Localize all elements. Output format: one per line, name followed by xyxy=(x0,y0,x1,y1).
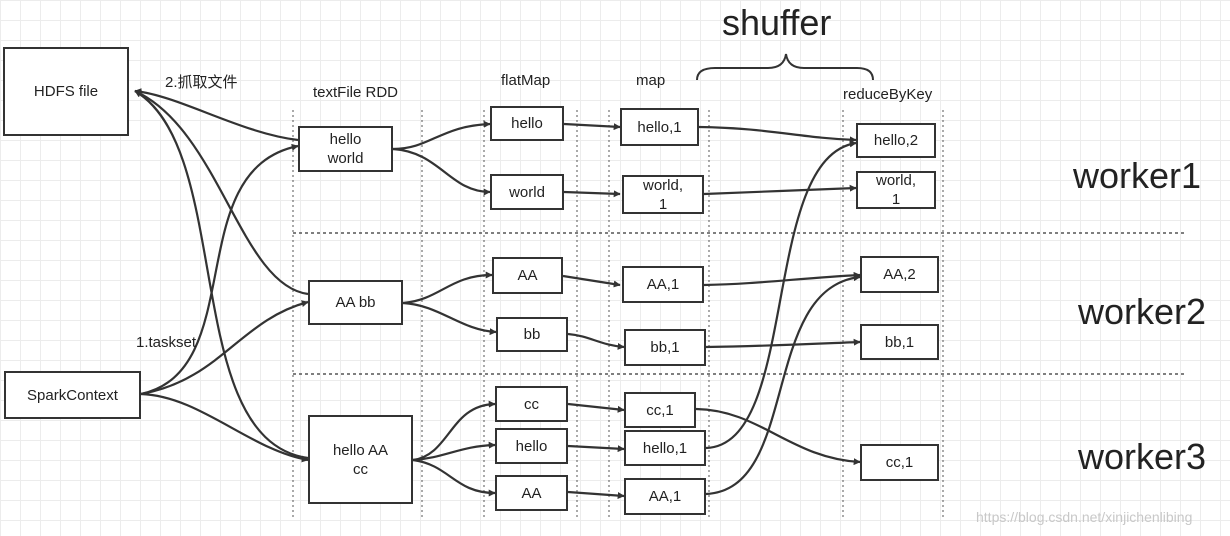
map-node-hello-worker1: hello,1 xyxy=(620,108,699,146)
edge-text2-to-fm-aa xyxy=(402,271,493,305)
edge-map-hello1-to-red-hello xyxy=(698,125,857,144)
edge-text3-to-hdfs xyxy=(134,90,309,460)
edge-map-world1-to-red-world xyxy=(703,184,857,196)
taskset-label: 1.taskset xyxy=(136,334,197,351)
flatmap-node-hello-worker1: hello xyxy=(490,106,564,141)
map-header: map xyxy=(636,72,666,89)
map-node-world-worker1: world, 1 xyxy=(622,175,704,214)
reduce-node-cc: cc,1 xyxy=(860,444,939,481)
stage-column-lines xyxy=(292,110,944,520)
edge-spark-to-text3 xyxy=(140,392,309,463)
edge-text3-to-fm-cc xyxy=(412,400,496,462)
edge-fm-hello3-to-map xyxy=(567,444,625,453)
edge-text2-to-fm-bb xyxy=(402,301,497,336)
flatmap-node-hello-worker3: hello xyxy=(495,428,568,464)
worker1-label: worker1 xyxy=(1073,155,1202,196)
edge-text2-to-hdfs xyxy=(134,90,309,296)
map-node-hello-worker3: hello,1 xyxy=(624,430,706,466)
flatmap-node-world-worker1: world xyxy=(490,174,564,210)
edge-text1-to-hdfs xyxy=(134,88,299,142)
textfile-node-worker1: hello world xyxy=(298,126,393,172)
edge-text3-to-fm-hello xyxy=(412,441,496,462)
edge-fm-world1-to-map xyxy=(563,190,621,198)
textfile-rdd-header: textFile RDD xyxy=(313,84,399,101)
edge-text1-to-fm-world xyxy=(392,147,491,196)
edge-text1-to-fm-hello xyxy=(392,120,491,151)
reduce-node-world: world, 1 xyxy=(856,171,936,209)
edge-map-bb2-to-red-bb xyxy=(705,338,861,349)
fetch-file-label: 2.抓取文件 xyxy=(165,74,238,91)
edge-map-cc3-to-red-cc xyxy=(695,407,861,466)
worker3-label: worker3 xyxy=(1078,436,1207,477)
edge-map-aa3-to-red-aa xyxy=(705,274,861,496)
edge-text3-to-fm-aa xyxy=(412,458,496,497)
map-node-cc-worker3: cc,1 xyxy=(624,392,696,428)
watermark-text: https://blog.csdn.net/xinjichenlibing xyxy=(976,509,1193,525)
edge-fm-aa2-to-map xyxy=(562,274,621,288)
edge-fm-aa3-to-map xyxy=(567,490,625,500)
flatmap-node-bb-worker2: bb xyxy=(496,317,568,352)
map-node-bb-worker2: bb,1 xyxy=(624,329,706,366)
map-node-aa-worker3: AA,1 xyxy=(624,478,706,515)
hdfs-file-node: HDFS file xyxy=(3,47,129,136)
edge-map-hello3-to-red-hello xyxy=(705,140,857,450)
shuffer-title: shuffer xyxy=(722,2,832,43)
worker-separators xyxy=(293,232,1185,375)
flatmap-header: flatMap xyxy=(501,72,551,89)
edge-spark-to-text1 xyxy=(140,143,299,396)
flatmap-node-cc-worker3: cc xyxy=(495,386,568,422)
textfile-node-worker2: AA bb xyxy=(308,280,403,325)
textfile-node-worker3: hello AA cc xyxy=(308,415,413,504)
flatmap-node-aa-worker2: AA xyxy=(492,257,563,294)
reducebykey-header: reduceByKey xyxy=(843,86,933,103)
shuffer-brace xyxy=(696,53,874,81)
spark-context-node: SparkContext xyxy=(4,371,141,419)
worker2-label: worker2 xyxy=(1078,291,1207,332)
edge-map-aa2-to-red-aa xyxy=(703,271,861,287)
reduce-node-hello: hello,2 xyxy=(856,123,936,158)
reduce-node-bb: bb,1 xyxy=(860,324,939,360)
edge-fm-hello1-to-map xyxy=(563,122,621,131)
edge-fm-bb2-to-map xyxy=(567,332,625,350)
edge-fm-cc3-to-map xyxy=(567,402,625,413)
flatmap-node-aa-worker3: AA xyxy=(495,475,568,511)
map-node-aa-worker2: AA,1 xyxy=(622,266,704,303)
reduce-node-aa: AA,2 xyxy=(860,256,939,293)
edge-spark-to-text2 xyxy=(140,300,309,396)
